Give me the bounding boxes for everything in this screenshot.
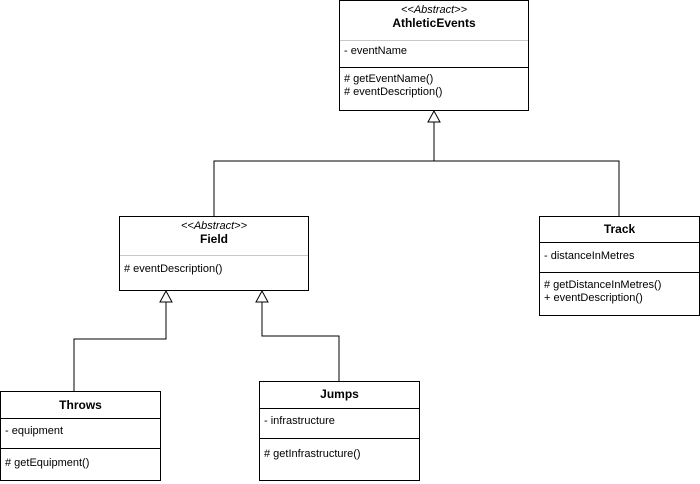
methods-section: # getDistanceInMetres() + eventDescripti… — [540, 272, 699, 305]
class-name: Track — [603, 222, 636, 236]
method: # getDistanceInMetres() — [544, 279, 662, 291]
class-header: <<Abstract>> AthleticEvents — [340, 1, 528, 40]
class-jumps[interactable]: Jumps - infrastructure # getInfrastructu… — [259, 381, 420, 481]
attributes-section: - infrastructure — [260, 408, 419, 438]
class-header: Throws — [1, 392, 160, 418]
edge-throws-to-field — [73, 302, 167, 391]
class-name: AthleticEvents — [392, 16, 476, 30]
attribute: - equipment — [5, 425, 64, 437]
attribute: - infrastructure — [264, 415, 335, 427]
class-name: Throws — [59, 398, 102, 412]
class-name: Field — [199, 232, 228, 246]
class-athleticevents[interactable]: <<Abstract>> AthleticEvents - eventName … — [339, 0, 529, 111]
attribute: - distanceInMetres — [544, 250, 635, 262]
class-track[interactable]: Track - distanceInMetres # getDistanceIn… — [539, 216, 700, 316]
class-header: <<Abstract>> Field — [120, 217, 308, 255]
class-header: Jumps — [260, 382, 419, 408]
method: # eventDescription() — [344, 86, 443, 98]
methods-section: # getEquipment() — [1, 448, 160, 470]
methods-section: # getEventName() # eventDescription() — [340, 67, 528, 99]
edge-jumps-to-field — [261, 302, 340, 381]
edge-field-to-athleticevents — [213, 122, 435, 216]
stereotype-label: <<Abstract>> — [400, 4, 468, 16]
attributes-section: - equipment — [1, 418, 160, 448]
method: # eventDescription() — [124, 263, 223, 275]
inheritance-arrowhead-field-right — [255, 289, 269, 303]
methods-section: # getInfrastructure() — [260, 438, 419, 461]
methods-section: # eventDescription() — [120, 255, 308, 276]
inheritance-arrowhead-athleticevents — [427, 109, 441, 123]
class-field[interactable]: <<Abstract>> Field # eventDescription() — [119, 216, 309, 291]
method: # getEquipment() — [5, 457, 90, 469]
attributes-section: - distanceInMetres — [540, 242, 699, 272]
attribute: - eventName — [344, 45, 407, 57]
attributes-section: - eventName — [340, 40, 528, 67]
class-throws[interactable]: Throws - equipment # getEquipment() — [0, 391, 161, 481]
stereotype-label: <<Abstract>> — [180, 220, 248, 232]
method: # getEventName() — [344, 73, 434, 85]
inheritance-arrowhead-field-left — [159, 289, 173, 303]
method: # getInfrastructure() — [264, 448, 361, 460]
class-header: Track — [540, 217, 699, 242]
class-name: Jumps — [320, 387, 359, 401]
edge-track-to-athleticevents — [434, 160, 620, 216]
method: + eventDescription() — [544, 292, 643, 304]
